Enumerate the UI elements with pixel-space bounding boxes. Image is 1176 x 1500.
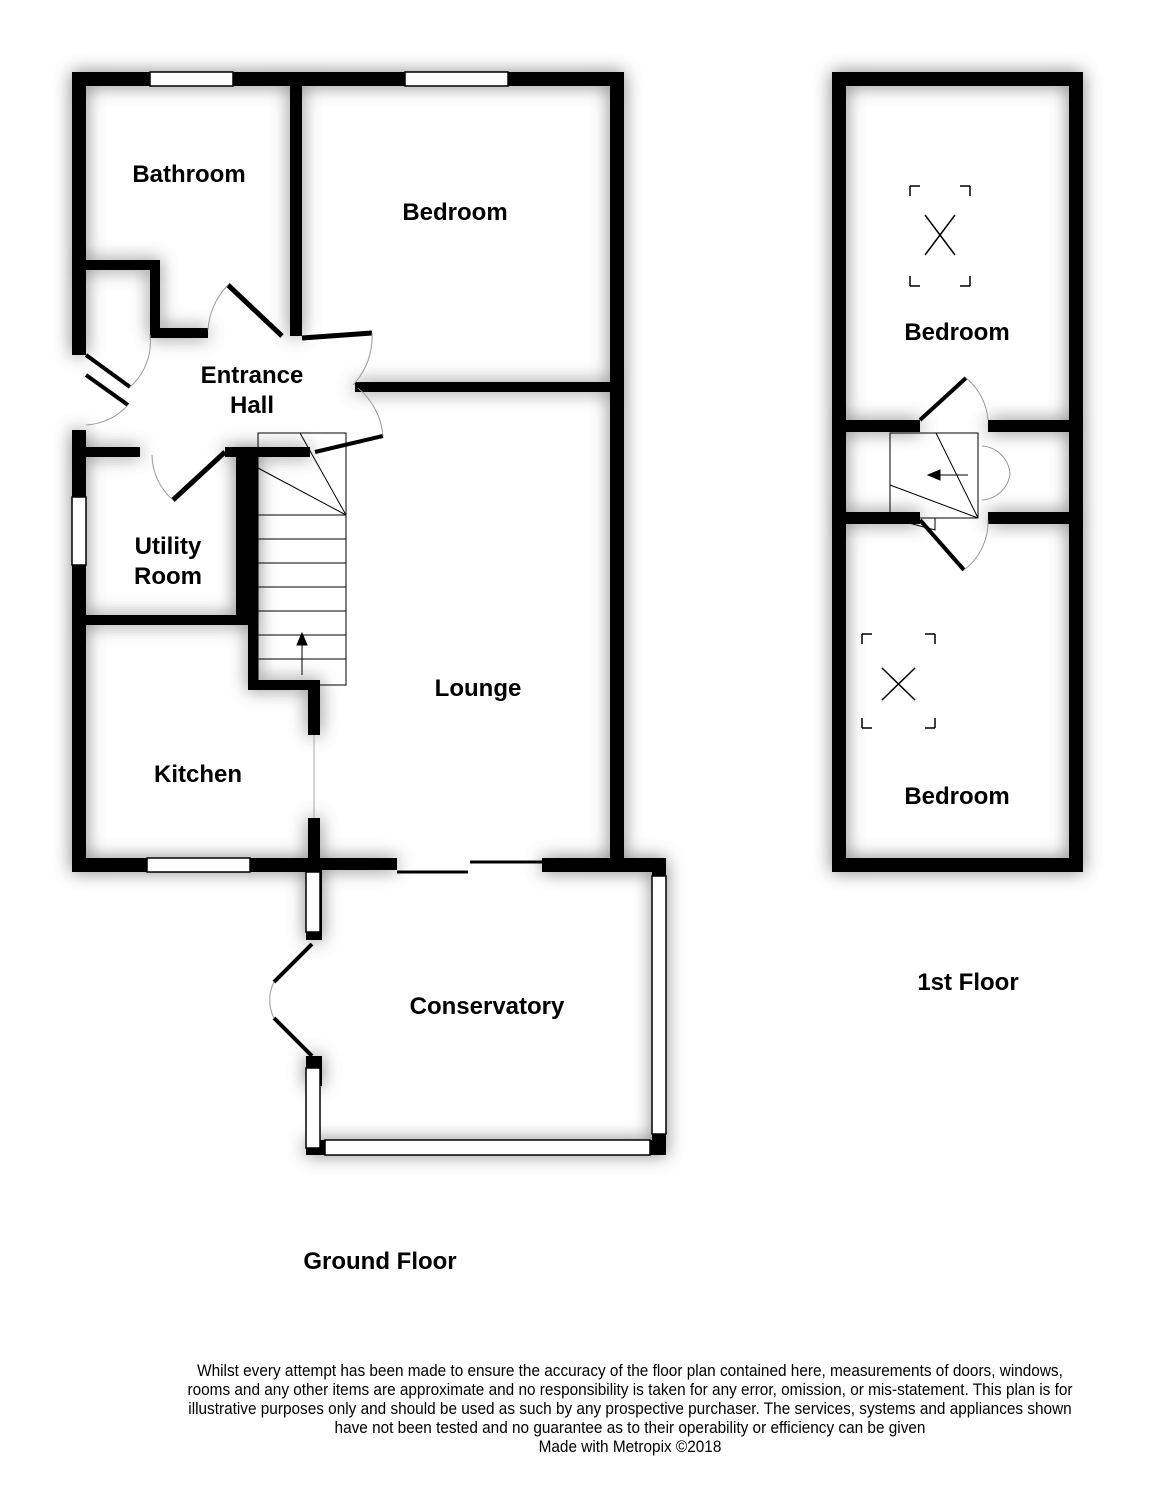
room-label-lounge: Lounge [434,675,522,702]
staircase [257,432,979,686]
wall [72,72,86,355]
disclaimer-text: Whilst every attempt has been made to en… [187,1362,1073,1437]
wall [1069,72,1083,872]
wall [308,680,320,735]
room-label-bedroom: Bedroom [402,199,508,226]
walls [72,72,1083,1155]
wall [86,260,156,270]
wall [355,382,610,392]
wall [150,260,160,335]
wall [150,328,208,338]
window [146,857,251,873]
wall [988,512,1069,524]
room-label-first-bedroom-1: Bedroom [904,319,1010,346]
room-label-bathroom: Bathroom [132,161,246,188]
disclaimer: Whilst every attempt has been made to en… [174,1362,1085,1457]
wall [308,818,320,862]
room-label-entrance-hall: Entrance Hall [200,362,304,419]
wall [832,72,846,872]
wall [290,86,302,336]
window [305,871,321,933]
wall [610,72,624,872]
wall [832,858,1083,872]
floor-title-ground: Ground Floor [303,1248,457,1275]
wall [86,615,246,625]
wall [832,72,1083,86]
floor-title-first: 1st Floor [917,969,1019,996]
room-label-utility-room: Utility Room [134,533,202,590]
wall [236,447,248,625]
wall [988,420,1069,432]
wall [225,447,310,457]
wall [320,858,397,870]
room-label-first-bedroom-2: Bedroom [904,783,1010,810]
skylights [861,185,971,729]
windows [71,71,667,1156]
window [305,1067,321,1149]
window [404,71,509,87]
wall [86,447,140,457]
window [651,875,667,1135]
wall [542,858,666,872]
credit-text: Made with Metropix ©2018 [538,1438,722,1456]
window [71,496,87,566]
wall [248,455,258,690]
room-label-kitchen: Kitchen [153,761,243,788]
room-label-conservatory: Conservatory [409,993,565,1020]
window [149,71,234,87]
wall [846,420,920,432]
window [324,1139,651,1156]
